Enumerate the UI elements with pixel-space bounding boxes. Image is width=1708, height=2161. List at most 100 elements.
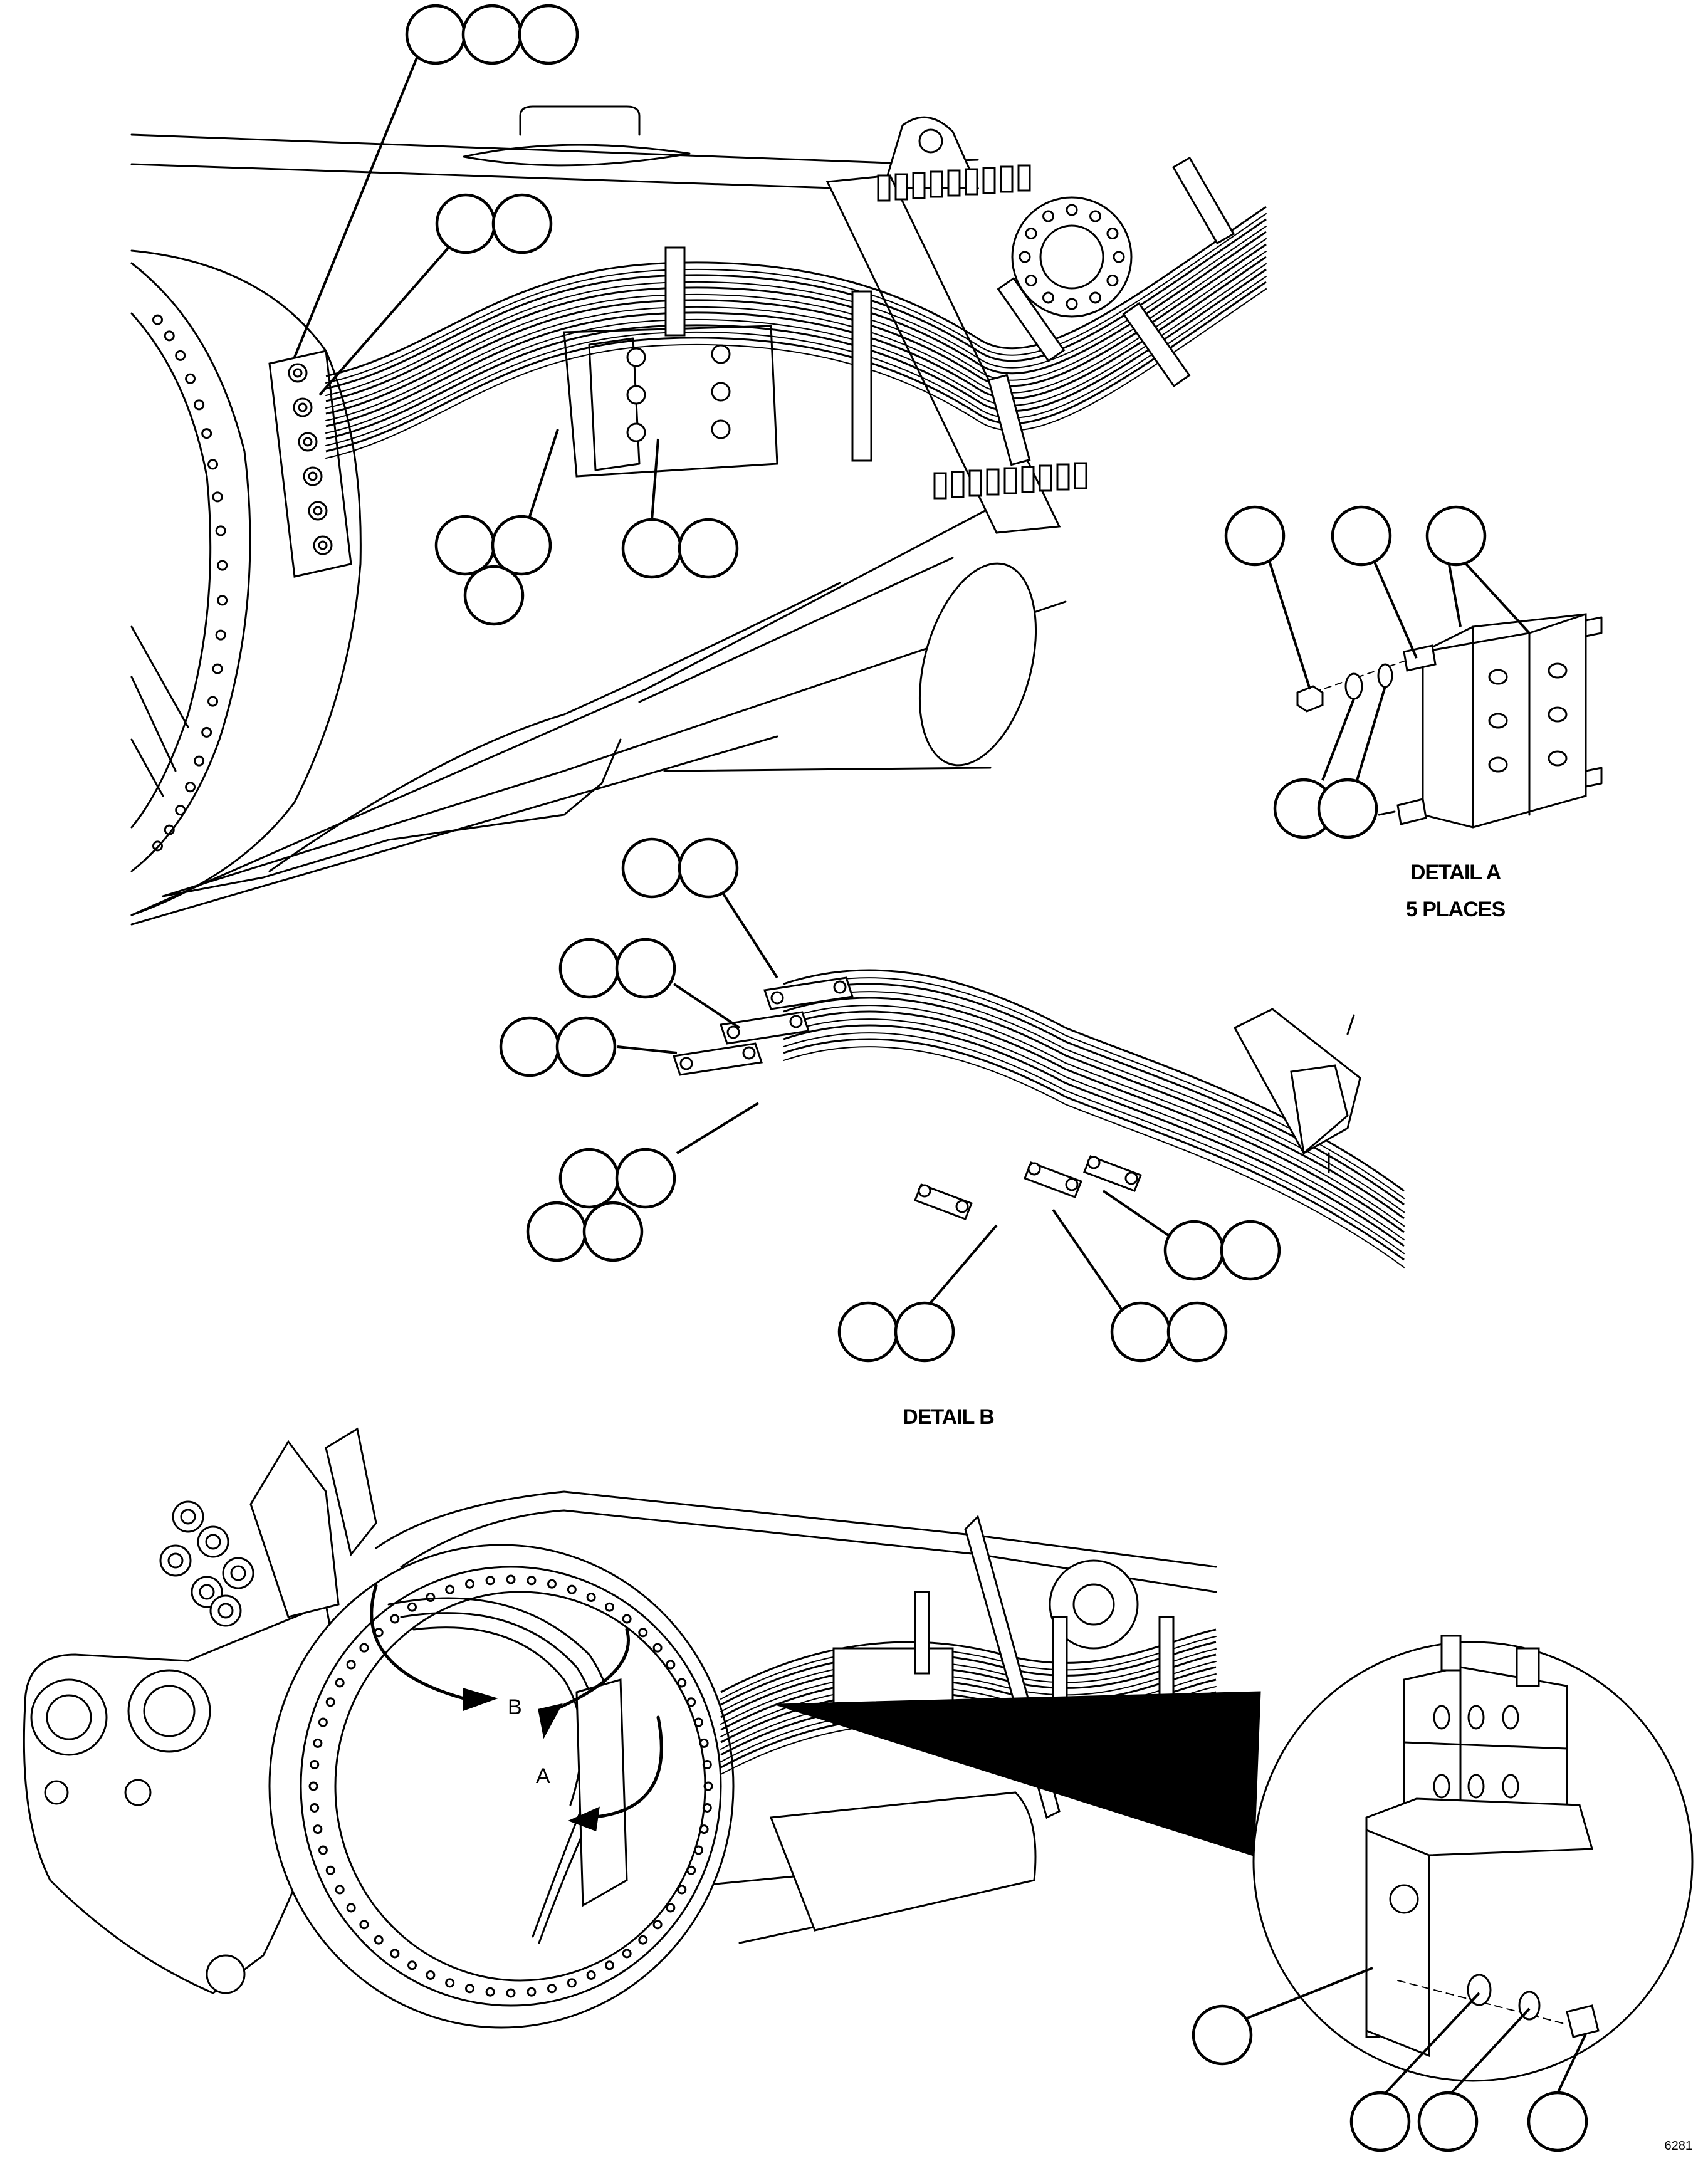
- bolt-hole: [194, 755, 205, 767]
- bolt-hole: [677, 1885, 687, 1895]
- bolt-hole: [699, 1824, 709, 1834]
- detail-a-block-split: [1472, 625, 1531, 829]
- item-callout-bubble: [582, 1201, 644, 1262]
- bolt: [1003, 467, 1017, 494]
- arrow-a1-curve: [550, 1628, 630, 1713]
- bolt: [1074, 462, 1087, 489]
- item-callout-bubble: [435, 193, 496, 254]
- hydraulic-hose: [783, 997, 1405, 1220]
- hydraulic-hose-edge: [325, 276, 1267, 446]
- clamp-screw: [726, 1025, 740, 1039]
- flange-bolt: [1042, 210, 1054, 222]
- bolt-hole: [215, 525, 226, 536]
- detail-a-block-holes: [1488, 662, 1568, 773]
- boom-top-edge-2: [130, 163, 835, 189]
- bolt-hole: [702, 1760, 712, 1770]
- box-fitting: [711, 382, 731, 402]
- detail-b-stud: [1328, 1014, 1355, 1173]
- item-callout-bubble: [558, 1148, 620, 1209]
- hose-fitting-bore: [230, 1565, 246, 1581]
- item-callout-bubble: [1349, 2091, 1411, 2152]
- bolt-hole: [359, 1643, 369, 1653]
- sheet-code: 6281: [1665, 2139, 1693, 2153]
- bolt-hole: [586, 1970, 596, 1980]
- item-callout-bubble: [558, 938, 620, 999]
- clamp-screw: [1087, 1156, 1101, 1169]
- bolt-hole: [390, 1949, 400, 1959]
- leader-line: [1556, 2033, 1587, 2094]
- bolt-row-bottom: [933, 462, 1087, 500]
- bolt-hole: [547, 1579, 557, 1589]
- bolt-hole: [335, 1885, 345, 1895]
- flange-bolt: [1025, 228, 1037, 239]
- item-callout-bubble: [1220, 1220, 1281, 1281]
- arm-lower-hole: [206, 1954, 246, 1994]
- rotation-flange-inner: [1039, 224, 1104, 290]
- bolt-hole: [407, 1960, 417, 1970]
- bolt-hole: [527, 1987, 537, 1997]
- detail-a-bolt: [1396, 798, 1427, 825]
- item-callout-bubble: [894, 1301, 955, 1363]
- item-callout-bubble: [1166, 1301, 1228, 1363]
- leader-line: [1450, 2007, 1531, 2095]
- upper-bracket-2: [325, 1427, 377, 1557]
- leader-line: [1356, 686, 1386, 781]
- hose-clamp-plate: [673, 1042, 763, 1076]
- label-a: A: [536, 1764, 550, 1788]
- box-fitting: [711, 419, 731, 439]
- bolt-hole: [217, 595, 228, 606]
- item-callout-bubble: [1163, 1220, 1225, 1281]
- internal-panel: [575, 1678, 628, 1907]
- item-callout-bubble: [1527, 2091, 1588, 2152]
- hose-bundle-top: [325, 206, 1267, 459]
- bracket-stud: [1440, 1635, 1462, 1672]
- clamp-screw: [679, 1057, 693, 1070]
- hydraulic-hose-edge: [325, 213, 1267, 384]
- bolt-hole: [201, 726, 212, 738]
- hose-fitting: [209, 1594, 242, 1627]
- hose-clamp: [987, 374, 1031, 466]
- hose-clamp: [851, 290, 872, 462]
- hinge-plate: [825, 174, 1061, 534]
- arm-bore-1-inner: [46, 1694, 92, 1740]
- boom-nose: [162, 738, 622, 897]
- hose-fitting-bore: [167, 1552, 184, 1569]
- hose-clamp: [997, 276, 1066, 363]
- clamp-screw: [742, 1046, 756, 1060]
- tube-body: [638, 557, 992, 772]
- bolt-hole: [567, 1978, 577, 1988]
- detail-a-washer-1: [1344, 672, 1363, 700]
- item-callout-bubble: [555, 1016, 617, 1077]
- bolt-hole: [212, 491, 223, 503]
- bolt-hole: [325, 1865, 335, 1875]
- leader-line: [1247, 1967, 1373, 2019]
- flange-bolt: [1106, 275, 1119, 286]
- bolt-hole: [445, 1584, 455, 1594]
- bolt: [951, 471, 965, 498]
- item-callout-bubble: [434, 515, 496, 576]
- fitting-cluster: [159, 1500, 254, 1627]
- item-callout-bubble: [1317, 778, 1378, 839]
- bolt-hole: [465, 1984, 475, 1994]
- main-boom-upper: [375, 1490, 1217, 1568]
- bolt-hole: [359, 1920, 369, 1930]
- arm-hole: [124, 1779, 152, 1806]
- item-callout-bubble: [1331, 505, 1392, 567]
- item-callout-bubble: [526, 1201, 587, 1262]
- hose-clamp: [1052, 1616, 1068, 1700]
- flange-bolt: [1042, 291, 1054, 304]
- hydraulic-hose: [325, 206, 1267, 377]
- bolt: [877, 174, 891, 202]
- arm-bore-2-inner: [143, 1685, 196, 1737]
- leader-line: [293, 50, 421, 358]
- bolt-hole: [465, 1579, 475, 1589]
- leader-line: [673, 983, 741, 1029]
- bolt-hole: [308, 1781, 318, 1791]
- hydraulic-hose: [325, 218, 1267, 390]
- magnify-wedge: [777, 1691, 1261, 1857]
- bolt-hole: [547, 1984, 557, 1994]
- hose-fitting: [197, 1525, 229, 1558]
- bracket-plate: [1365, 1828, 1430, 2058]
- leader-line: [1371, 557, 1418, 659]
